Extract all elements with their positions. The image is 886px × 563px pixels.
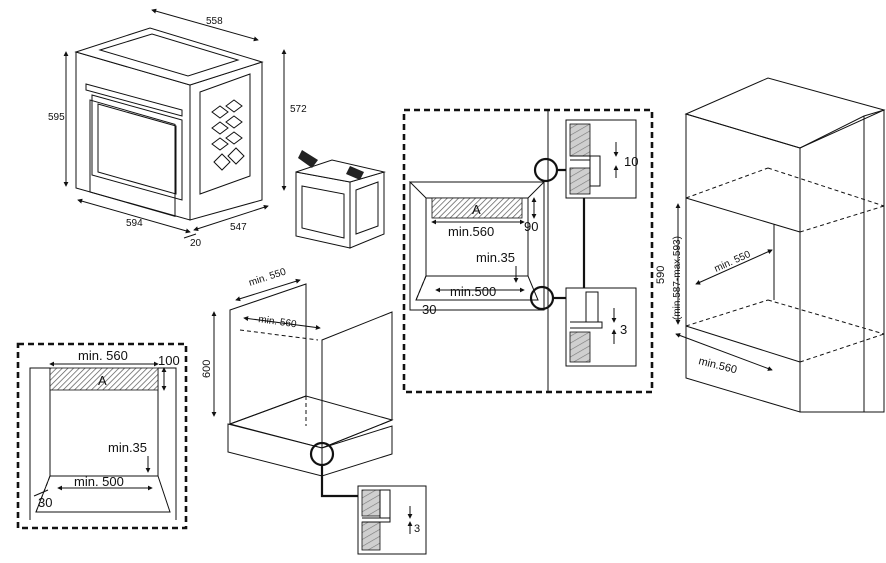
under-counter-base-width: min.500 [450,284,496,299]
dim-oven-height-left: 595 [48,112,65,123]
tall-unit-vent: min.35 [108,440,147,455]
tall-cabinet: min. 550 590 (min.587-max.593) min.560 [655,77,886,413]
cabinet-width: min. 560 [258,314,298,330]
under-counter-width: min.560 [448,224,494,239]
under-counter-base-offset: 30 [422,302,436,317]
under-counter-top-height: 90 [524,219,538,234]
oven-illustration: 558 595 572 594 547 20 [48,8,307,249]
detail-top: 10 [565,119,638,199]
under-counter-panel: A min.560 90 min.35 min.500 30 [402,108,654,394]
tall-unit-panel: A min. 560 100 min.35 min. 500 30 [16,342,188,530]
tall-unit-base-width: min. 500 [74,474,124,489]
oven-carrying-illustration [295,150,386,249]
cabinet-detail-gap: 3 [414,523,420,535]
tall-unit-top-height: 100 [158,353,180,368]
dim-oven-depth: 547 [230,222,247,233]
detail-bottom-gap: 3 [620,322,627,337]
detail-top-gap: 10 [624,154,638,169]
under-counter-vent: min.35 [476,250,515,265]
detail-bottom: 3 [565,287,637,367]
tall-cabinet-height-range: (min.587-max.593) [672,236,683,320]
dim-oven-width-front: 594 [126,218,143,229]
hand-icons [298,150,364,180]
dim-oven-height-right: 572 [290,104,307,115]
cabinet-height: 600 [201,360,213,378]
tall-cabinet-height: 590 [655,266,667,284]
under-counter-label-a: A [472,202,481,217]
dim-oven-door: 20 [190,238,202,249]
under-counter-cabinet: min. 550 min. 560 600 3 [201,266,427,555]
tall-unit-label-a: A [98,373,107,388]
dim-oven-width-top: 558 [206,16,223,27]
control-buttons [211,99,245,171]
tall-unit-width: min. 560 [78,348,128,363]
tall-unit-base-offset: 30 [38,495,52,510]
